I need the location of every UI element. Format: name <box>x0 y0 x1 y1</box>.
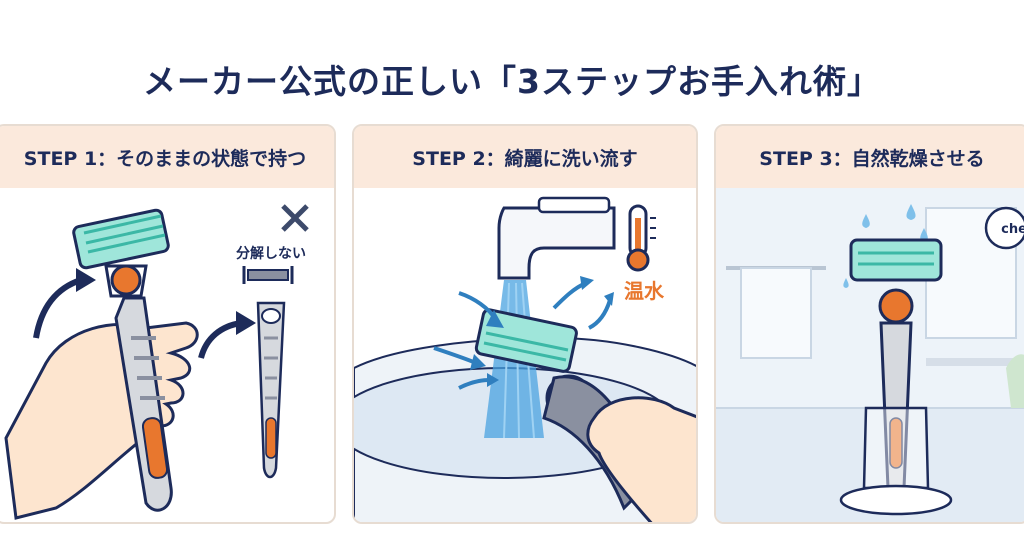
step-3-header: STEP 3：自然乾燥させる <box>716 126 1024 188</box>
step-3-panel: STEP 3：自然乾燥させる che <box>714 124 1024 524</box>
page-title: メーカー公式の正しい「3ステップお手入れ術」 <box>143 62 881 101</box>
towel <box>740 267 812 359</box>
razor-stand <box>862 406 930 490</box>
step-2-panel: STEP 2：綺麗に洗い流す <box>352 124 698 524</box>
brand-badge-text: che <box>1001 222 1024 237</box>
step-2-label: STEP 2：綺麗に洗い流す <box>412 147 638 170</box>
no-disassemble-note: 分解しない <box>236 245 306 262</box>
thermometer-icon <box>626 204 656 272</box>
step-1-header: STEP 1：そのままの状態で持つ <box>0 126 334 188</box>
warm-water-label: 温水 <box>624 279 665 303</box>
step-3-illustration: che <box>716 188 1024 522</box>
curved-arrow-icon <box>33 277 82 339</box>
curved-arrow-icon <box>198 320 242 359</box>
razor-head <box>72 208 170 270</box>
hand <box>586 396 696 522</box>
brand-badge <box>984 206 1024 250</box>
step-2-header: STEP 2：綺麗に洗い流す <box>354 126 696 188</box>
step-1-illustration: 分解しない <box>4 204 309 520</box>
step-3-label: STEP 3：自然乾燥させる <box>759 147 985 170</box>
step-2-illustration: 温水 <box>354 196 696 522</box>
cross-icon <box>281 204 309 232</box>
faucet <box>497 206 616 280</box>
step-1-label: STEP 1：そのままの状態で持つ <box>23 147 307 170</box>
detached-handle <box>256 301 286 479</box>
step-1-panel: STEP 1：そのままの状態で持つ 分解しない <box>0 124 336 524</box>
razor-head <box>849 238 943 282</box>
